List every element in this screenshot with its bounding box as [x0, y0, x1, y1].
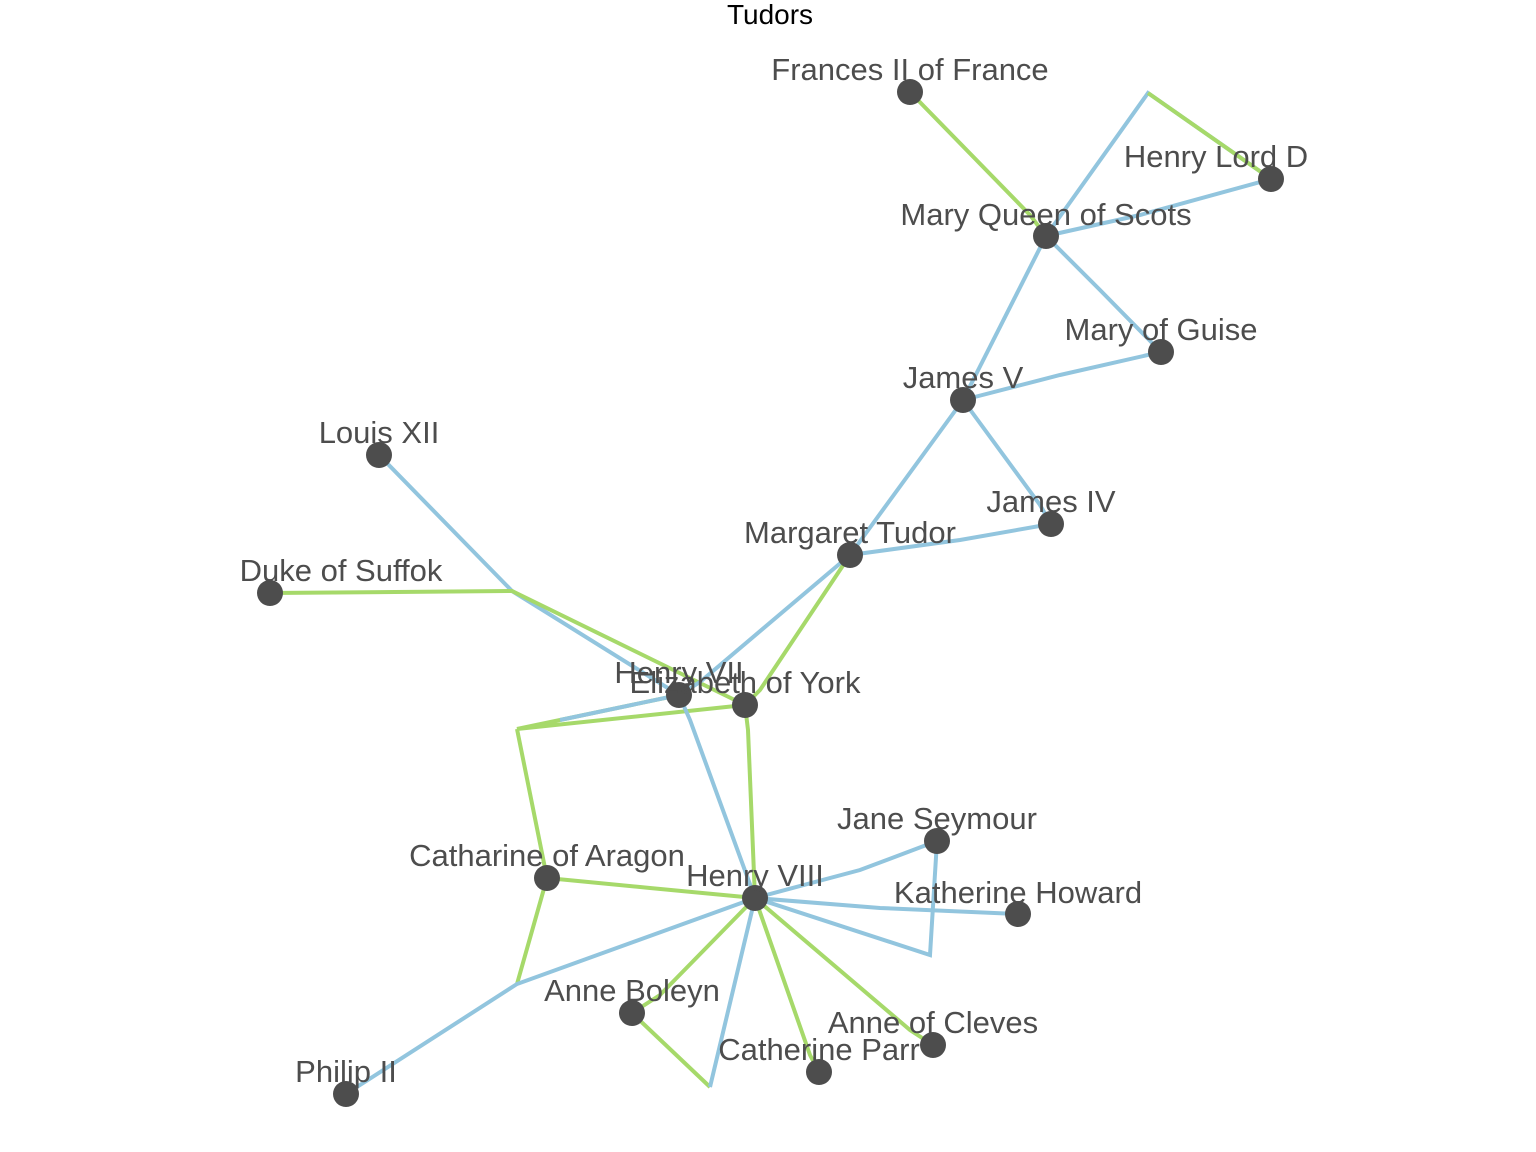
label-jane: Jane Seymour — [837, 801, 1037, 836]
edge-suffolk-elizabeth — [269, 588, 746, 707]
edge-mqs-darnley — [1045, 177, 1272, 238]
label-mqs: Mary Queen of Scots — [900, 197, 1191, 232]
label-margaret: Margaret Tudor — [744, 515, 956, 550]
edge-henry7-elizabeth — [516, 693, 746, 731]
node-jane — [924, 828, 950, 854]
edge-margaret-james4 — [849, 522, 1052, 557]
node-catharine — [534, 865, 560, 891]
label-henry8: Henry VIII — [686, 858, 824, 893]
node-anne_c — [920, 1032, 946, 1058]
edge-henry8-katherine — [754, 896, 1019, 916]
label-guise: Mary of Guise — [1065, 312, 1258, 347]
edge-catharine-catharine — [515, 877, 549, 985]
edge-james5-guise — [962, 350, 1162, 402]
label-suffolk: Duke of Suffok — [240, 553, 443, 588]
label-philip: Philip II — [295, 1054, 397, 1089]
node-catherine_p — [806, 1059, 832, 1085]
edge-james5-mqs — [961, 235, 1048, 401]
chart-title: Tudors — [727, 0, 813, 30]
label-anne_b: Anne Boleyn — [544, 973, 720, 1008]
label-anne_c: Anne of Cleves — [828, 1005, 1038, 1040]
edges — [269, 90, 1273, 1096]
edge-margaret-james5 — [848, 398, 965, 557]
node-suffolk — [257, 580, 283, 606]
edge-darnley-darnley — [1146, 91, 1273, 181]
label-catharine: Catharine of Aragon — [409, 838, 685, 873]
node-philip — [333, 1081, 359, 1107]
edge-catharine-catharine — [515, 728, 549, 879]
node-louis — [366, 442, 392, 468]
node-elizabeth — [732, 692, 758, 718]
label-louis: Louis XII — [319, 415, 440, 450]
label-james5: James V — [903, 360, 1024, 395]
node-henry7 — [666, 682, 692, 708]
edge-henry8-henry8 — [708, 897, 757, 1088]
node-mqs — [1033, 223, 1059, 249]
edge-philip-henry8 — [344, 896, 756, 1096]
label-james4: James IV — [986, 484, 1116, 519]
node-anne_b — [619, 1000, 645, 1026]
node-guise — [1148, 339, 1174, 365]
edge-catharine-henry8 — [546, 876, 756, 900]
node-henry8 — [742, 885, 768, 911]
node-margaret — [837, 542, 863, 568]
label-catherine_p: Catherine Parr — [718, 1032, 920, 1067]
node-frances — [897, 79, 923, 105]
edge-henry7-henry7 — [559, 693, 680, 722]
node-katherine — [1005, 901, 1031, 927]
label-katherine: Katherine Howard — [894, 875, 1142, 910]
nodes — [257, 79, 1284, 1107]
label-henry7: Henry VII — [614, 655, 743, 690]
edge-henry8-jane — [754, 839, 938, 900]
edge-anne_b-anne_b — [630, 1011, 712, 1089]
node-darnley — [1258, 166, 1284, 192]
node-james5 — [950, 387, 976, 413]
node-james4 — [1038, 511, 1064, 537]
label-elizabeth: Elizabeth of York — [630, 665, 861, 700]
edge-mqs-guise — [1044, 234, 1163, 354]
label-darnley: Henry Lord D — [1124, 139, 1308, 174]
label-frances: Frances II of France — [771, 52, 1048, 87]
edge-henry8-jane — [754, 840, 939, 958]
